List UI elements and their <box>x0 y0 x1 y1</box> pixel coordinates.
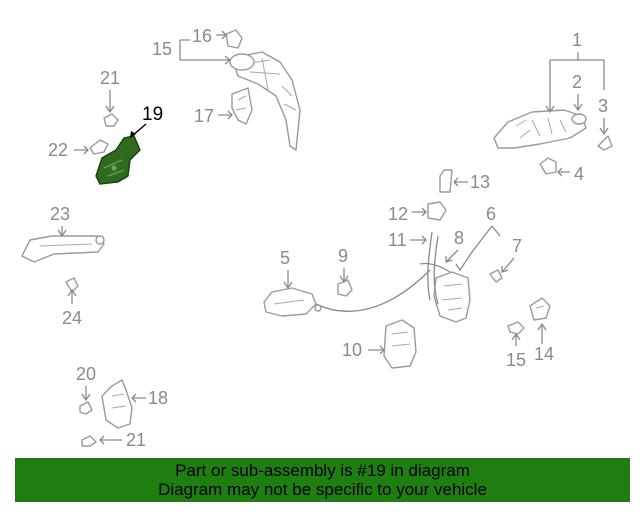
banner-line-1: Part or sub-assembly is #19 in diagram <box>175 461 470 480</box>
lock-cylinder-assembly <box>225 29 301 151</box>
callout-22-lower: 21 <box>126 430 146 450</box>
banner-line-2: Diagram may not be specific to your vehi… <box>158 480 487 499</box>
callout-3: 3 <box>598 96 608 116</box>
part-19-hinge <box>95 135 141 185</box>
callout-21-lower: 20 <box>76 364 96 384</box>
bolts-upper-left: 21 22 <box>48 68 120 160</box>
callout-21-upper: 21 <box>100 68 120 88</box>
callout-10: 10 <box>342 340 362 360</box>
callout-15: 15 <box>506 350 526 370</box>
callout-23: 23 <box>50 204 70 224</box>
callout-2: 2 <box>572 72 582 92</box>
callout-5: 5 <box>280 248 290 268</box>
callout-group-1-4: 1 2 3 4 <box>545 30 609 184</box>
callout-20: 18 <box>148 388 168 408</box>
callout-19-label: 19 <box>142 104 163 125</box>
callout-17: 16 <box>192 26 212 46</box>
lower-hinge-assembly: 18 20 21 <box>76 364 168 450</box>
callout-7: 7 <box>512 236 522 256</box>
callout-24: 24 <box>62 308 82 328</box>
callout-1: 1 <box>572 30 582 50</box>
callout-22-upper: 22 <box>48 140 68 160</box>
callout-12: 12 <box>388 204 408 224</box>
info-banner: Part or sub-assembly is #19 in diagram D… <box>15 458 630 502</box>
callout-6: 6 <box>486 204 496 224</box>
highlighted-part-19 <box>95 135 141 185</box>
inside-handle-assembly: 5 9 <box>263 246 431 317</box>
callout-19: 19 <box>130 104 163 138</box>
latch-assembly: 6 7 8 10 11 12 13 <box>342 169 522 369</box>
callout-11: 11 <box>388 230 407 250</box>
door-check-assembly: 23 24 <box>21 204 105 328</box>
callout-13: 13 <box>470 172 490 192</box>
callout-14: 14 <box>534 344 554 364</box>
callout-9: 9 <box>338 246 348 266</box>
outside-handle-assembly <box>493 109 613 175</box>
callout-group-16-17-18: 15 16 17 <box>152 26 233 126</box>
right-small-parts: 14 15 <box>506 297 554 370</box>
callout-8: 8 <box>454 228 464 248</box>
callout-4: 4 <box>574 164 584 184</box>
parts-diagram: 15 16 17 1 2 3 4 19 21 22 <box>21 26 613 450</box>
callout-18: 17 <box>194 106 214 126</box>
callout-16: 15 <box>152 39 172 59</box>
